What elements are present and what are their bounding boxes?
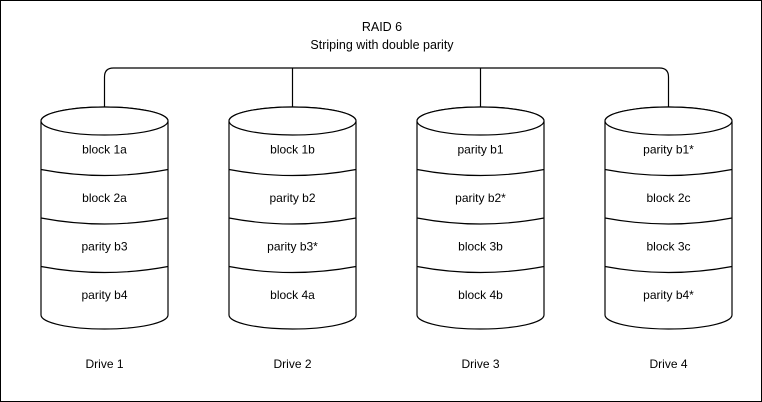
block-label: parity b3* [267,239,318,253]
cylinder-divider-1 [40,168,169,177]
storage-bus-connector [103,67,670,121]
cylinder-divider-3 [228,265,357,274]
block-label: parity b2 [269,191,315,205]
block-label: block 1a [82,142,127,156]
block-label: parity b3 [81,239,127,253]
title-line-2: Striping with double parity [310,38,454,52]
block-label: block 3b [458,239,503,253]
block-label: block 2c [646,191,690,205]
drive-label-1: Drive 1 [85,357,123,371]
drive-cylinder-3[interactable]: parity b1 parity b2* block 3b block 4b Drive… [416,106,545,371]
cylinder-divider-2 [604,217,733,225]
block-label: block 4b [458,288,503,302]
cylinder-divider-2 [228,217,357,225]
block-label: parity b2* [455,191,506,205]
cylinder-top-disc [604,106,733,136]
cylinder-divider-3 [604,265,733,274]
block-label: block 1b [270,142,315,156]
bus-main-line [103,67,670,121]
cylinder-divider-1 [604,168,733,177]
drive-array: block 1a block 2a parity b3 parity b4 Drive … [40,106,733,371]
block-label: parity b4 [81,288,127,302]
block-label: parity b4* [643,288,694,302]
drive-cylinder-4[interactable]: parity b1* block 2c block 3c parity b4* Driv… [604,106,733,371]
cylinder-top-disc [416,106,545,136]
drive-cylinder-2[interactable]: block 1b parity b2 parity b3* block 4a Drive… [228,106,357,371]
block-label: block 2a [82,191,127,205]
cylinder-top-disc [228,106,357,136]
block-label: block 3c [646,239,690,253]
cylinder-top-disc [40,106,169,136]
title-line-1: RAID 6 [362,20,402,34]
cylinder-divider-2 [40,217,169,225]
drive-label-4: Drive 4 [649,357,687,371]
drive-label-3: Drive 3 [461,357,499,371]
block-label: parity b1 [457,142,503,156]
drive-label-2: Drive 2 [273,357,311,371]
cylinder-divider-3 [416,265,545,274]
cylinder-divider-1 [228,168,357,177]
cylinder-divider-3 [40,265,169,274]
drive-cylinder-1[interactable]: block 1a block 2a parity b3 parity b4 Drive … [40,106,169,371]
cylinder-divider-1 [416,168,545,177]
block-label: parity b1* [643,142,694,156]
cylinder-divider-2 [416,217,545,225]
diagram-title: RAID 6 Striping with double parity [310,20,454,52]
block-label: block 4a [270,288,315,302]
